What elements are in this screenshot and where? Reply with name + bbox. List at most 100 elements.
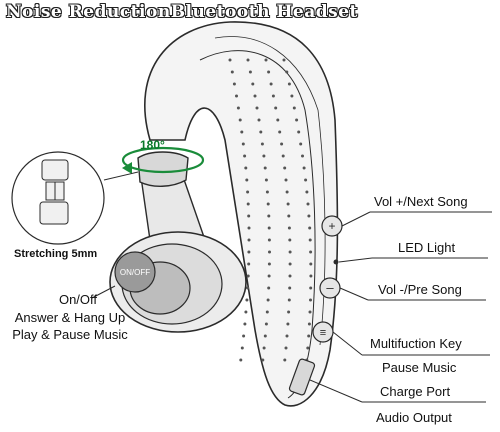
texture-dot (255, 106, 259, 110)
texture-dot (308, 238, 312, 242)
texture-dot (309, 274, 313, 278)
texture-dot (263, 334, 267, 338)
texture-dot (239, 358, 243, 362)
texture-dot (244, 310, 248, 314)
texture-dot (241, 142, 245, 146)
texture-dot (280, 142, 284, 146)
texture-dot (274, 106, 278, 110)
texture-dot (262, 346, 266, 350)
texture-dot (238, 118, 242, 122)
texture-dot (266, 202, 270, 206)
texture-dot (288, 262, 292, 266)
texture-dot (235, 94, 238, 98)
texture-dot (308, 226, 312, 230)
texture-dot (268, 250, 271, 254)
texture-dot (265, 310, 269, 314)
texture-dot (309, 286, 313, 290)
texture-dot (246, 286, 250, 290)
texture-dot (248, 70, 252, 74)
texture-dot (264, 322, 268, 326)
texture-dot (269, 82, 273, 86)
texture-dot (287, 214, 291, 218)
texture-dot (284, 346, 288, 350)
texture-dot (302, 166, 306, 170)
texture-dot (243, 322, 247, 326)
callout-vol-up: Vol +/Next Song (374, 194, 468, 209)
onoff-button-text: ON/OFF (120, 268, 150, 277)
texture-dot (261, 358, 265, 362)
texture-dot (240, 346, 244, 350)
texture-dot (305, 190, 309, 194)
texture-dot (284, 178, 288, 182)
callout-pause: Pause Music (382, 360, 457, 375)
texture-dot (267, 214, 271, 218)
texture-dot (242, 334, 246, 338)
callout-charge: Charge Port (380, 384, 451, 399)
texture-dot (267, 226, 271, 230)
texture-dot (267, 274, 271, 278)
texture-dot (271, 94, 275, 98)
rotation-arrowhead (122, 162, 132, 174)
texture-dot (245, 298, 249, 302)
texture-dot (309, 298, 312, 302)
texture-dot (247, 238, 251, 242)
headset-body (144, 21, 339, 407)
texture-dot (288, 250, 292, 254)
texture-dot (232, 82, 236, 86)
texture-dot (265, 190, 269, 194)
texture-dot (288, 286, 292, 290)
texture-dot (306, 202, 310, 206)
texture-dot (297, 130, 301, 134)
hinge-ring (137, 151, 189, 187)
callout-multi: Multifuction Key (370, 336, 462, 351)
plus-icon: + (328, 219, 335, 233)
texture-dot (286, 322, 290, 326)
texture-dot (266, 298, 270, 302)
texture-dot (285, 70, 289, 74)
charge-port[interactable] (288, 358, 316, 396)
texture-dot (246, 274, 250, 278)
callout-lines (91, 211, 492, 403)
texture-dot (292, 106, 296, 110)
texture-dot (304, 178, 308, 182)
texture-dot (281, 154, 285, 158)
stretch-detail (39, 159, 69, 225)
texture-dot (276, 118, 280, 122)
texture-dot (287, 82, 291, 86)
texture-dot (295, 118, 299, 122)
minus-icon: – (326, 280, 334, 295)
texture-dot (260, 142, 264, 146)
texture-dot (246, 202, 250, 206)
texture-dot (287, 310, 291, 314)
texture-dot (267, 70, 271, 74)
texture-dot (307, 334, 311, 338)
texture-dot (259, 130, 263, 134)
texture-dot (244, 166, 248, 170)
dot-texture (228, 58, 313, 362)
callout-audio: Audio Output (376, 410, 452, 425)
callout-play: Play & Pause Music (12, 327, 128, 342)
rotation-angle-label: 180° (140, 138, 165, 152)
callout-answer: Answer & Hang Up (14, 310, 126, 325)
texture-dot (301, 154, 304, 158)
callout-led: LED Light (398, 240, 456, 255)
callout-onoff: On/Off (58, 292, 98, 307)
texture-dot (307, 322, 311, 326)
texture-dot (240, 130, 244, 134)
texture-dot (264, 178, 268, 182)
texture-dot (243, 154, 247, 158)
texture-dot (282, 58, 286, 62)
texture-dot (253, 94, 257, 98)
rotation-arrow (121, 146, 205, 174)
texture-dot (247, 214, 251, 218)
texture-dot (246, 190, 250, 194)
texture-dot (262, 154, 266, 158)
body-edge (214, 36, 326, 346)
texture-dot (306, 346, 310, 350)
texture-dot (283, 166, 287, 170)
texture-dot (287, 226, 291, 230)
onoff-button[interactable] (114, 251, 156, 293)
texture-dot (309, 250, 313, 254)
texture-dot (228, 58, 232, 62)
texture-dot (286, 202, 290, 206)
